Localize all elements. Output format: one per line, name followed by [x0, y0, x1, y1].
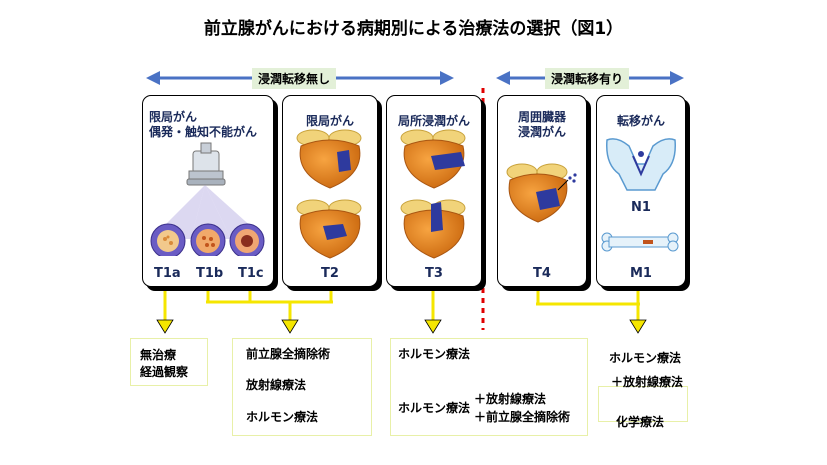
prostate-icon-4 — [400, 199, 466, 259]
prostate-t4-figure — [506, 163, 577, 223]
microscope-icon — [186, 142, 226, 186]
observation-text-1: 無治療 — [140, 348, 177, 362]
t3-combo-lead: ホルモン療法 — [398, 401, 471, 415]
stage-m1: M1 — [630, 266, 652, 281]
slide-t1b — [190, 223, 226, 256]
observation-box — [130, 338, 208, 386]
microscope-figure — [150, 142, 265, 256]
panel-t2: 限局がん T2 — [282, 95, 378, 287]
bone-icon — [601, 232, 679, 252]
observation-text-2: 経過観察 — [140, 365, 189, 379]
no-invasion-label: 浸潤転移無し — [252, 68, 337, 89]
prostate-icon-3 — [400, 129, 466, 189]
stage-t1c: T1c — [238, 266, 264, 281]
stage-t4: T4 — [533, 266, 551, 281]
local-treatment-2: 放射線療法 — [246, 378, 307, 392]
panel-t3-label: 局所浸潤がん — [397, 114, 470, 128]
stage-t1a: T1a — [154, 266, 181, 281]
stage-t2: T2 — [321, 266, 339, 281]
panel-t4-label-2: 浸潤がん — [517, 125, 566, 139]
t3-combo-2: ＋前立腺全摘除術 — [474, 410, 571, 424]
panel-m1: 転移がん N1 M1 — [596, 95, 686, 287]
pelvis-icon — [606, 138, 676, 191]
local-treatment-1: 前立腺全摘除術 — [246, 347, 331, 361]
panel-t2-label: 限局がん — [305, 114, 354, 128]
panel-t1-label-2: 偶発・触知不能がん — [149, 125, 258, 139]
prostate-icon-1 — [296, 129, 362, 189]
connector-lines — [163, 288, 640, 322]
stage-n1: N1 — [631, 200, 651, 215]
advanced-treatment-box — [598, 386, 688, 422]
metastasis-figure — [601, 138, 679, 252]
prostate-icon-2 — [296, 199, 362, 259]
t3-hormone: ホルモン療法 — [398, 347, 471, 361]
t3-treatment-box — [390, 338, 588, 436]
prostate-t2-figure — [296, 129, 362, 259]
panel-t1-label-1: 限局がん — [149, 110, 198, 124]
panel-t4: 周囲臓器 浸潤がん T4 — [497, 95, 587, 287]
page-title: 前立腺がんにおける病期別による治療法の選択（図1） — [203, 19, 624, 39]
prostate-icon-5 — [506, 163, 577, 223]
slide-t1c — [229, 223, 265, 256]
slide-t1a — [150, 223, 186, 256]
invasion-label: 浸潤転移有り — [545, 68, 630, 89]
prostate-t3-figure — [400, 129, 466, 259]
panel-t3: 局所浸潤がん T3 — [386, 95, 482, 287]
t3-combo-1: ＋放射線療法 — [474, 392, 547, 406]
stage-t3: T3 — [425, 266, 443, 281]
adv-hormone: ホルモン療法 — [609, 351, 682, 365]
adv-radiation: ＋放射線療法 — [611, 375, 684, 389]
local-treatment-3: ホルモン療法 — [246, 410, 319, 424]
panel-t4-label-1: 周囲臓器 — [517, 110, 566, 124]
panel-t1: 限局がん 偶発・触知不能がん T1a T1b T1 — [142, 95, 274, 287]
stage-t1b: T1b — [196, 266, 224, 281]
adv-chemo: 化学療法 — [616, 415, 665, 429]
local-treatment-box — [232, 338, 372, 436]
connector-arrowheads — [156, 319, 647, 334]
panel-m1-label: 転移がん — [616, 114, 665, 128]
